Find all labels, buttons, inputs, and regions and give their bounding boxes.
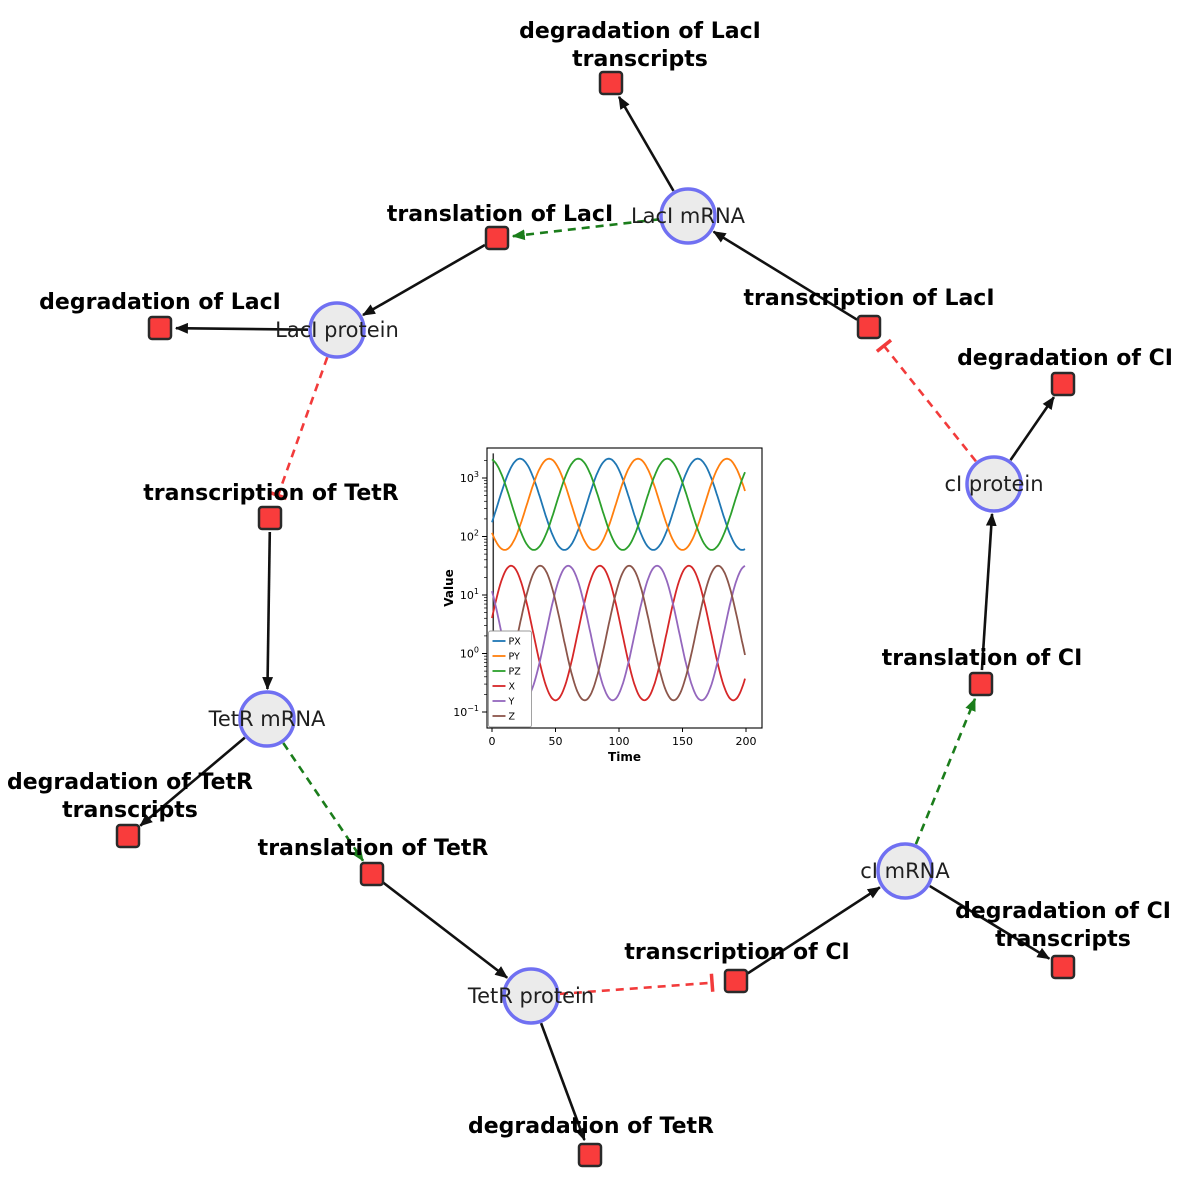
edge-product-transc_ci-to-ci_mrna	[747, 886, 881, 975]
series-line-Y	[491, 564, 746, 702]
series-line-X	[491, 564, 746, 702]
legend-label-PY: PY	[509, 652, 521, 663]
x-tick-label: 0	[489, 735, 496, 748]
species-node-ci_protein[interactable]	[965, 455, 1023, 513]
reaction-label-transc_ci: transcription of CI	[624, 940, 849, 965]
species-label-ci_protein: cI protein	[944, 472, 1043, 496]
reaction-label-deg_ci: degradation of CI	[957, 346, 1173, 371]
reaction-label-transl_tetr: translation of TetR	[258, 836, 489, 861]
legend-label-PZ: PZ	[509, 667, 522, 678]
legend-label-PX: PX	[509, 637, 522, 648]
y-tick-label: 101	[460, 587, 479, 602]
edge-activation-laci_mrna-to-transl_laci	[511, 218, 660, 241]
species-node-ci_mrna[interactable]	[876, 842, 934, 900]
reaction-label-transl_laci: translation of LacI	[387, 202, 613, 227]
reaction-node-transc_laci[interactable]	[856, 314, 882, 340]
species-label-laci_protein: LacI protein	[275, 318, 399, 342]
reaction-label-deg_tetr: degradation of TetR	[468, 1114, 714, 1139]
edge-reactant-laci_mrna-to-deg_laci_mrna	[617, 95, 675, 192]
reaction-node-deg_laci_mrna[interactable]	[598, 70, 624, 96]
series-line-PZ	[491, 457, 746, 551]
y-axis-label: Value	[442, 569, 456, 607]
edge-inhibition-tetr_protein-to-transc_ci	[559, 981, 713, 996]
inhibition-tee-transc_tetr	[268, 490, 288, 501]
edge-reactant-tetr_protein-to-deg_tetr	[539, 1022, 586, 1142]
species-label-tetr_mrna: TetR mRNA	[208, 707, 326, 731]
x-tick-label: 50	[549, 735, 563, 748]
legend-label-X: X	[509, 682, 516, 693]
series-line-PY	[491, 457, 746, 551]
edge-product-transl_tetr-to-tetr_protein	[382, 881, 509, 979]
species-label-tetr_protein: TetR protein	[467, 984, 594, 1008]
reaction-node-deg_tetr_mrna[interactable]	[115, 823, 141, 849]
edges-layer	[139, 95, 1055, 1142]
edge-activation-tetr_mrna-to-transl_tetr	[282, 742, 365, 862]
series-line-Z	[491, 564, 746, 702]
x-tick-label: 200	[736, 735, 757, 748]
edge-product-transl_laci-to-laci_protein	[362, 243, 486, 317]
y-tick-label: 103	[460, 470, 479, 485]
edge-reactant-tetr_mrna-to-deg_tetr_mrna	[139, 736, 246, 827]
edge-activation-ci_mrna-to-transl_ci	[914, 697, 977, 845]
legend-label-Y: Y	[508, 697, 515, 708]
species-node-tetr_protein[interactable]	[502, 967, 560, 1025]
reaction-node-deg_tetr[interactable]	[577, 1142, 603, 1168]
reaction-node-transc_ci[interactable]	[723, 968, 749, 994]
edge-inhibition-ci_protein-to-transc_laci	[882, 344, 977, 463]
chart-series-layer	[491, 453, 746, 725]
reaction-node-deg_ci_mrna[interactable]	[1050, 954, 1076, 980]
x-tick-label: 150	[672, 735, 693, 748]
reaction-node-transl_tetr[interactable]	[359, 861, 385, 887]
edge-reactant-ci_mrna-to-deg_ci_mrna	[929, 884, 1051, 960]
reaction-node-transl_laci[interactable]	[484, 225, 510, 251]
reaction-node-transl_ci[interactable]	[968, 671, 994, 697]
reaction-label-transl_ci: translation of CI	[882, 646, 1083, 671]
edge-product-transc_laci-to-laci_mrna	[712, 230, 858, 321]
edge-reactant-laci_protein-to-deg_laci	[174, 322, 309, 334]
species-node-laci_protein[interactable]	[308, 301, 366, 359]
chart-legend-box	[488, 630, 532, 728]
species-label-ci_mrna: cI mRNA	[860, 859, 950, 883]
x-tick-label: 100	[609, 735, 630, 748]
legend-label-Z: Z	[509, 712, 516, 723]
y-tick-label: 10−1	[453, 704, 479, 719]
reaction-node-deg_laci[interactable]	[147, 315, 173, 341]
edge-inhibition-laci_protein-to-transc_tetr	[276, 356, 329, 496]
x-axis-label: Time	[608, 750, 641, 764]
species-label-laci_mrna: LacI mRNA	[631, 204, 746, 228]
reaction-node-deg_ci[interactable]	[1050, 371, 1076, 397]
inhibition-tee-transc_ci	[709, 973, 715, 992]
edge-product-transc_tetr-to-tetr_mrna	[262, 531, 274, 691]
edge-product-transl_ci-to-ci_protein	[980, 512, 997, 671]
reaction-label-deg_laci: degradation of LacI	[39, 290, 281, 315]
inhibition-tee-transc_laci	[875, 338, 893, 353]
reaction-label-transc_tetr: transcription of TetR	[143, 481, 399, 506]
y-tick-label: 100	[460, 646, 479, 661]
edge-reactant-ci_protein-to-deg_ci	[1009, 396, 1055, 461]
species-node-tetr_mrna[interactable]	[238, 690, 296, 748]
y-tick-label: 102	[460, 529, 479, 544]
reaction-node-transc_tetr[interactable]	[257, 505, 283, 531]
reaction-label-transc_laci: transcription of LacI	[743, 286, 994, 311]
species-node-laci_mrna[interactable]	[659, 187, 717, 245]
